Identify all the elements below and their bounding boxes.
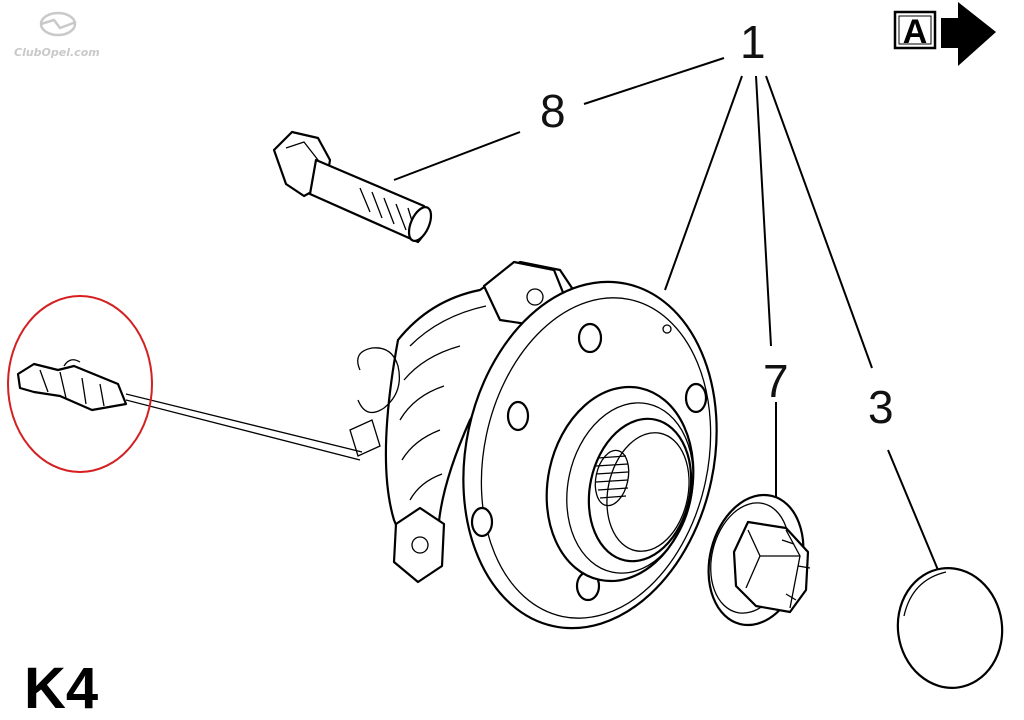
callout-bolt: 8 bbox=[540, 85, 566, 137]
bolt bbox=[272, 130, 433, 244]
wheel-speed-sensor-cable bbox=[16, 359, 363, 461]
figure-code: K4 bbox=[24, 656, 98, 720]
arrow-right-icon bbox=[941, 2, 996, 66]
callout-hub-assembly: 1 bbox=[740, 16, 766, 68]
dust-cap bbox=[896, 567, 1004, 689]
watermark: ClubOpel.com bbox=[14, 11, 100, 59]
view-letter: A bbox=[903, 13, 928, 51]
callout-nut: 7 bbox=[763, 355, 789, 407]
callout-dust-cap: 3 bbox=[868, 381, 894, 433]
leader-lines bbox=[393, 57, 939, 571]
flange-nut bbox=[707, 493, 811, 627]
watermark-text: ClubOpel.com bbox=[14, 46, 100, 59]
opel-logo-icon bbox=[39, 11, 77, 37]
hub-assembly bbox=[349, 260, 718, 630]
view-marker: A bbox=[893, 2, 996, 66]
highlight-circle bbox=[7, 295, 153, 473]
